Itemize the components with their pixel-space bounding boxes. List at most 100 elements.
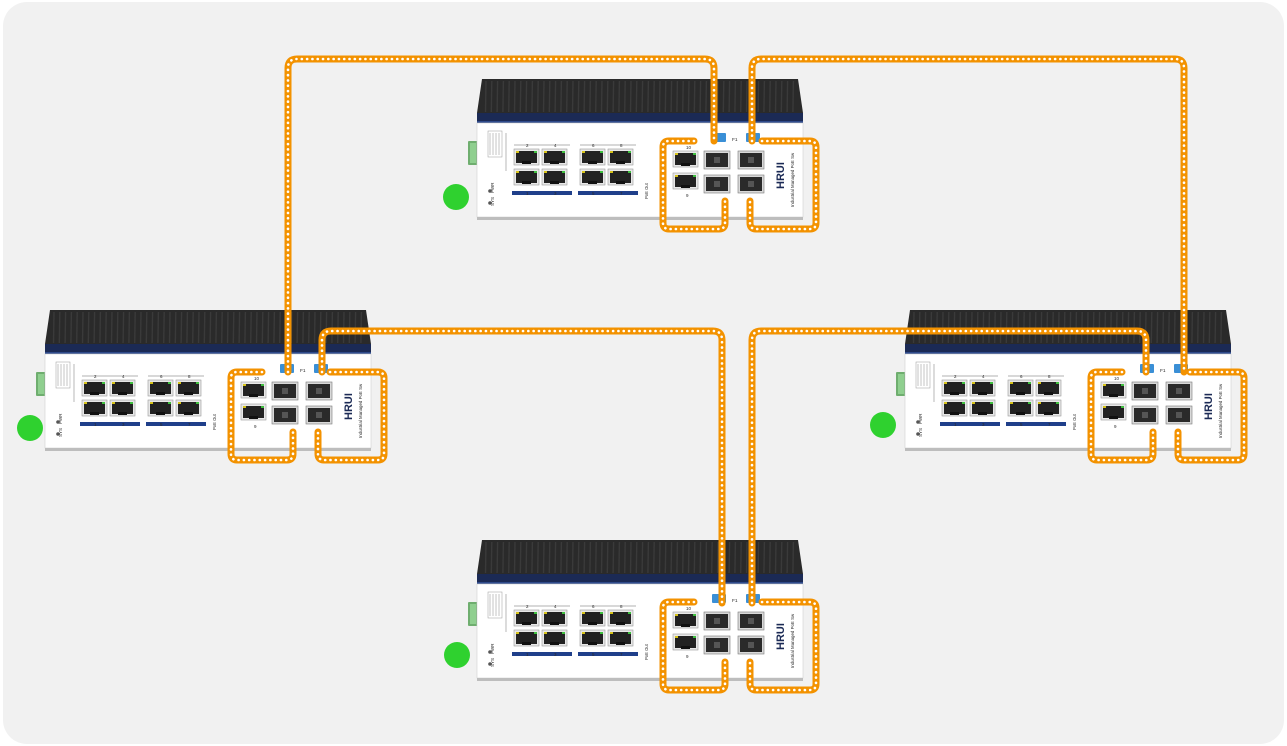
- heatsink-fin: [490, 80, 493, 113]
- front-panel-bottom: [477, 217, 803, 220]
- rj45-port-number: 7: [620, 652, 623, 657]
- rj45-led: [1121, 384, 1124, 386]
- sfp-connector: [1142, 412, 1148, 418]
- heatsink-fin: [647, 541, 650, 574]
- sfp-port-icon: [1165, 381, 1193, 401]
- rj45-led: [261, 384, 264, 386]
- heatsink-fin: [560, 541, 563, 574]
- sfp-connector: [1176, 412, 1182, 418]
- sfp-connector: [1142, 388, 1148, 394]
- sfp-connector: [714, 618, 720, 624]
- heatsink-fin: [548, 541, 551, 574]
- rj45-latch: [588, 161, 597, 164]
- sfp-port-icon: [305, 381, 333, 401]
- heatsink-fin: [168, 311, 171, 344]
- led-dot: [488, 189, 492, 193]
- rj45-port-icon: [969, 399, 996, 417]
- sfp-port-icon: [1131, 381, 1159, 401]
- heatsink-fin: [745, 80, 748, 113]
- rj45-latch: [118, 392, 127, 395]
- heatsink-fin: [1197, 311, 1199, 344]
- status-led-icon: [444, 642, 470, 668]
- port-group-stripe: [1006, 422, 1066, 426]
- uplink-number: 10: [1114, 376, 1120, 381]
- heatsink-fin: [693, 541, 696, 574]
- rj45-port-icon: [1100, 403, 1127, 421]
- heatsink-fin: [792, 80, 795, 113]
- heatsink-fin: [745, 541, 748, 574]
- heatsink-fin: [226, 311, 229, 344]
- heatsink-fin: [537, 541, 539, 574]
- rj45-port-number: 5: [160, 422, 163, 427]
- sfp-connector: [748, 642, 754, 648]
- heatsink-fin: [250, 311, 252, 344]
- heatsink-fin: [1168, 311, 1170, 344]
- rj45-led: [544, 632, 547, 634]
- heatsink-fin: [1150, 311, 1153, 344]
- port-group-stripe: [80, 422, 140, 426]
- heatsink-fin: [687, 541, 690, 574]
- sfp-connector: [316, 412, 322, 418]
- led-label-sys: SYS: [918, 428, 923, 437]
- rj45-latch: [681, 163, 690, 166]
- top-stripe: [45, 344, 371, 353]
- heatsink-fin: [531, 80, 534, 113]
- heatsink-fin: [525, 541, 528, 574]
- port-group-stripe: [512, 191, 572, 195]
- spec-box: [487, 591, 503, 619]
- rj45-led: [944, 382, 947, 384]
- rj45-port-icon: [579, 609, 606, 627]
- top-stripe: [477, 574, 803, 583]
- heatsink-fin: [774, 541, 777, 574]
- heatsink-fin: [1162, 311, 1165, 344]
- rj45-opening: [516, 151, 537, 163]
- rj45-opening: [1103, 406, 1124, 418]
- rj45-led: [84, 402, 87, 404]
- stripe-highlight: [477, 582, 803, 584]
- rj45-opening: [150, 382, 171, 394]
- heatsink-fin: [740, 541, 742, 574]
- rj45-latch: [588, 622, 597, 625]
- rj45-port-number: 2: [954, 374, 957, 379]
- heatsink-fin: [255, 311, 258, 344]
- heatsink-fin: [786, 541, 789, 574]
- heatsink-fin: [571, 80, 574, 113]
- heatsink-fin: [1220, 311, 1223, 344]
- rj45-led: [516, 151, 519, 153]
- uplink-number: 10: [254, 376, 260, 381]
- heatsink-fin: [308, 311, 310, 344]
- rj45-port-number: 3: [554, 191, 557, 196]
- rj45-led: [112, 382, 115, 384]
- rj45-latch: [522, 161, 531, 164]
- poe-label: PoE Out: [644, 643, 649, 660]
- rj45-opening: [544, 632, 565, 644]
- heatsink-fin: [128, 311, 131, 344]
- power-terminal-slot: [38, 374, 44, 394]
- sfp-connector: [714, 157, 720, 163]
- rj45-led: [562, 151, 565, 153]
- rj45-port-number: 8: [1048, 374, 1051, 379]
- heatsink-fin: [203, 311, 206, 344]
- heatsink-fin: [595, 541, 597, 574]
- rj45-led: [102, 382, 105, 384]
- heatsink-fin: [215, 311, 218, 344]
- stripe-highlight: [477, 121, 803, 123]
- rj45-led: [1038, 402, 1041, 404]
- stripe-highlight: [905, 352, 1231, 354]
- rj45-latch: [1044, 412, 1053, 415]
- rj45-latch: [588, 181, 597, 184]
- fiber-bottom-to-right-dots: [750, 329, 1148, 605]
- rj45-latch: [950, 412, 959, 415]
- rj45-led: [130, 402, 133, 404]
- rj45-port-number: 7: [1048, 422, 1051, 427]
- rj45-latch: [90, 412, 99, 415]
- uplink-number: 9: [254, 424, 257, 429]
- brand-logo: HRUI: [343, 393, 355, 420]
- rj45-latch: [1109, 416, 1118, 419]
- led-label-pwr: PWR: [58, 413, 63, 424]
- rj45-port-number: 3: [122, 422, 125, 427]
- rj45-opening: [944, 382, 965, 394]
- rj45-led: [562, 612, 565, 614]
- rj45-led: [972, 382, 975, 384]
- rj45-port-icon: [81, 399, 108, 417]
